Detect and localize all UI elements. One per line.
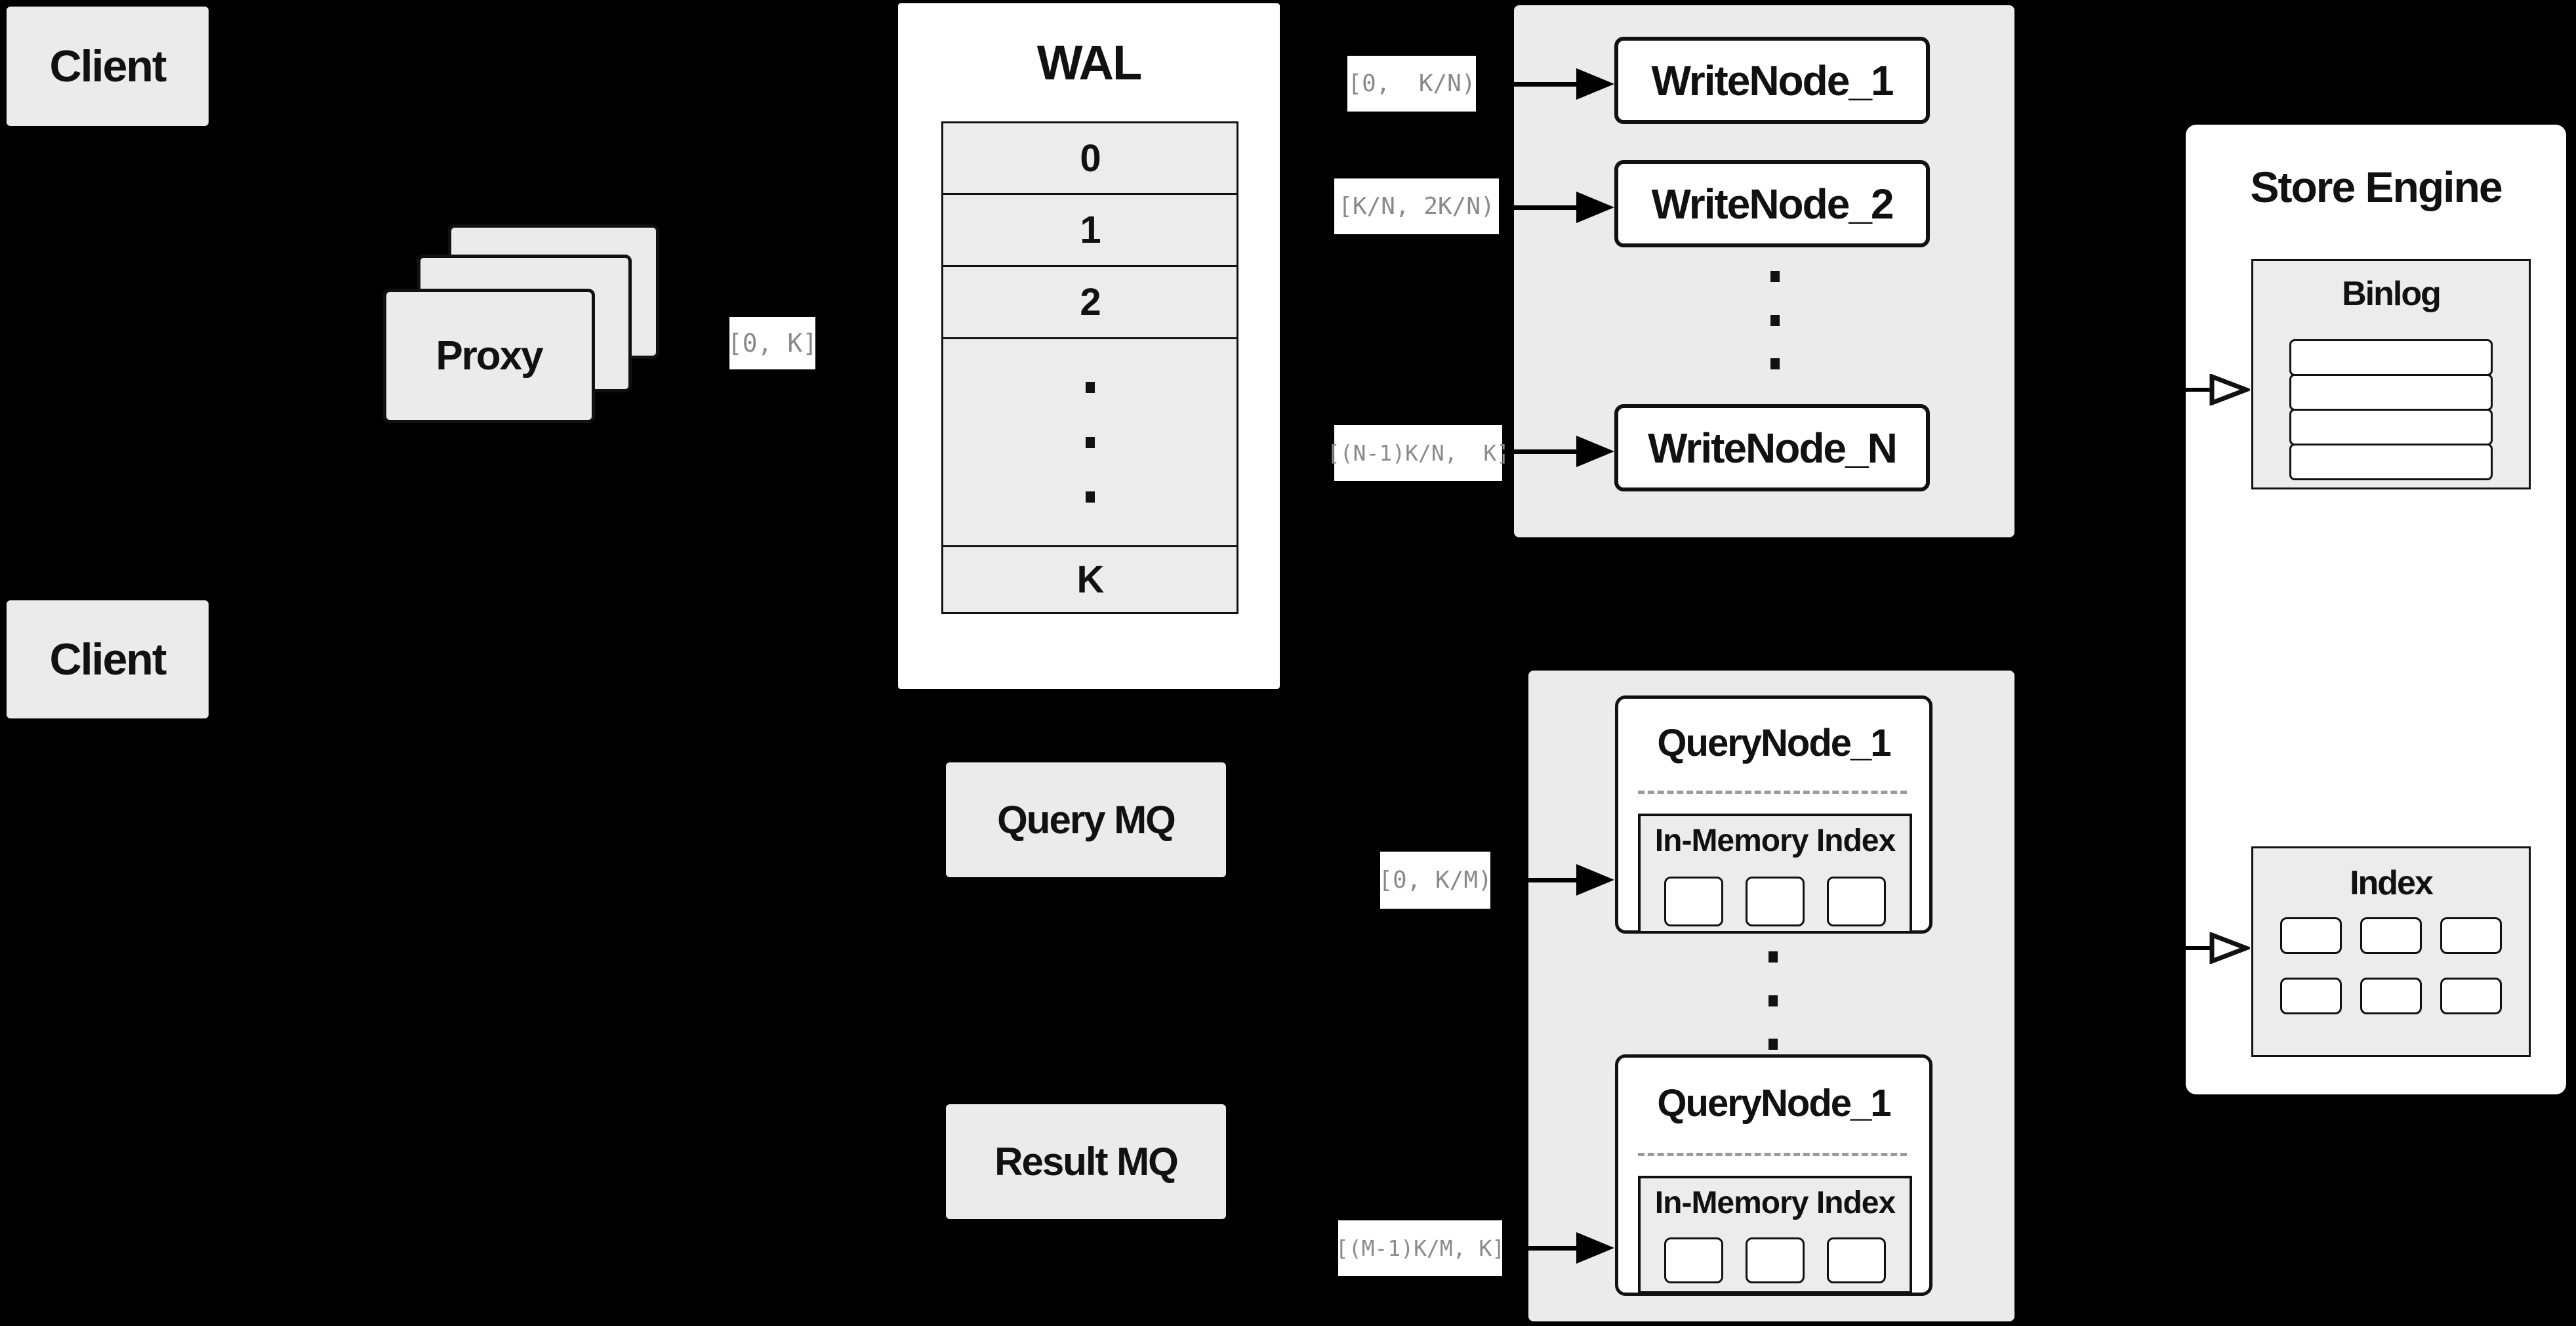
wal-box: WAL 0 1 2 K	[898, 3, 1280, 689]
dashed-divider	[1638, 791, 1907, 794]
segment-row	[1641, 877, 1910, 926]
in-memory-index-top-title: In-Memory Index	[1654, 823, 1896, 858]
ellipsis-dot	[1770, 358, 1780, 369]
range-chip-proxy-label: [0, K]	[727, 329, 818, 358]
segment-cell	[1746, 1237, 1805, 1283]
binlog-row	[2289, 409, 2493, 445]
index-cell	[2280, 917, 2342, 954]
proxy-label: Proxy	[436, 333, 543, 379]
range-chip-query-1: [0, K/M)	[1378, 852, 1492, 909]
dashed-divider	[1638, 1153, 1907, 1156]
binlog-box: Binlog	[2251, 259, 2531, 489]
client-top-label: Client	[49, 41, 167, 91]
write-node-2: WriteNode_2	[1614, 160, 1930, 247]
ellipsis-dot	[1085, 491, 1095, 503]
range-chip-write-n: [(N-1)K/N, K]	[1327, 425, 1509, 481]
index-cell	[2280, 978, 2342, 1014]
query-node-bottom: QueryNode_1 In-Memory Index	[1615, 1054, 1932, 1296]
index-cells	[2253, 917, 2529, 1014]
proxy-stack: Proxy	[380, 221, 668, 431]
in-memory-index-bottom: In-Memory Index	[1638, 1176, 1912, 1294]
wal-row-0: 0	[941, 121, 1238, 195]
query-nodes-ellipsis	[1767, 951, 1780, 1050]
in-memory-index-top: In-Memory Index	[1638, 814, 1912, 934]
ellipsis-dot	[1768, 995, 1778, 1006]
ellipsis-dot	[1768, 951, 1778, 963]
index-box: Index	[2251, 846, 2531, 1057]
segment-cell	[1827, 877, 1886, 926]
index-cell	[2440, 917, 2502, 954]
query-node-bottom-title: QueryNode_1	[1657, 1082, 1891, 1125]
index-cell	[2440, 978, 2502, 1014]
segment-cell	[1664, 1237, 1723, 1283]
proxy-card-front: Proxy	[383, 289, 595, 423]
range-chip-proxy: [0, K]	[727, 317, 818, 369]
ellipsis-dot	[1085, 382, 1095, 393]
client-bottom-label: Client	[49, 634, 167, 684]
query-node-group: QueryNode_1 In-Memory Index QueryNode_1	[1528, 671, 2014, 1321]
binlog-row	[2289, 444, 2493, 480]
result-mq-box: Result MQ	[946, 1104, 1226, 1219]
binlog-row	[2289, 374, 2493, 411]
query-node-top-title: QueryNode_1	[1657, 722, 1891, 764]
write-node-1: WriteNode_1	[1614, 37, 1930, 124]
segment-row	[1641, 1237, 1910, 1283]
open-arrowhead-icon	[2209, 932, 2250, 964]
ellipsis-dot	[1768, 1039, 1778, 1050]
binlog-rows	[2289, 339, 2493, 480]
index-cell	[2360, 917, 2422, 954]
wal-row-1: 1	[941, 193, 1238, 267]
range-chip-query-m: [(M-1)K/M, K]	[1336, 1220, 1505, 1276]
ellipsis-dot	[1770, 314, 1780, 326]
range-chip-write-1: [0, K/N)	[1347, 56, 1476, 112]
client-box-top: Client	[7, 7, 209, 126]
segment-cell	[1664, 877, 1723, 926]
wal-row-k: K	[941, 545, 1238, 614]
index-cell	[2360, 978, 2422, 1014]
segment-cell	[1746, 877, 1805, 926]
store-engine-title: Store Engine	[2250, 163, 2503, 211]
binlog-row	[2289, 339, 2493, 376]
range-chip-write-2: [K/N, 2K/N)	[1334, 178, 1499, 234]
binlog-title: Binlog	[2342, 274, 2442, 313]
ellipsis-dot	[1770, 271, 1780, 282]
index-title: Index	[2350, 863, 2434, 902]
write-node-n: WriteNode_N	[1614, 404, 1930, 491]
segment-cell	[1827, 1237, 1886, 1283]
wal-title: WAL	[1036, 35, 1142, 90]
store-engine-box: Store Engine Binlog Index	[2186, 125, 2566, 1094]
wal-ellipsis-cell	[941, 337, 1238, 547]
write-nodes-ellipsis	[1768, 271, 1782, 369]
ellipsis-dot	[1085, 436, 1095, 448]
query-node-top: QueryNode_1 In-Memory Index	[1615, 695, 1932, 934]
query-mq-box: Query MQ	[946, 762, 1226, 877]
wal-row-2: 2	[941, 265, 1238, 339]
open-arrowhead-icon	[2209, 374, 2250, 405]
in-memory-index-bottom-title: In-Memory Index	[1654, 1185, 1896, 1220]
wal-table: 0 1 2 K	[941, 121, 1238, 614]
client-box-bottom: Client	[7, 600, 209, 718]
